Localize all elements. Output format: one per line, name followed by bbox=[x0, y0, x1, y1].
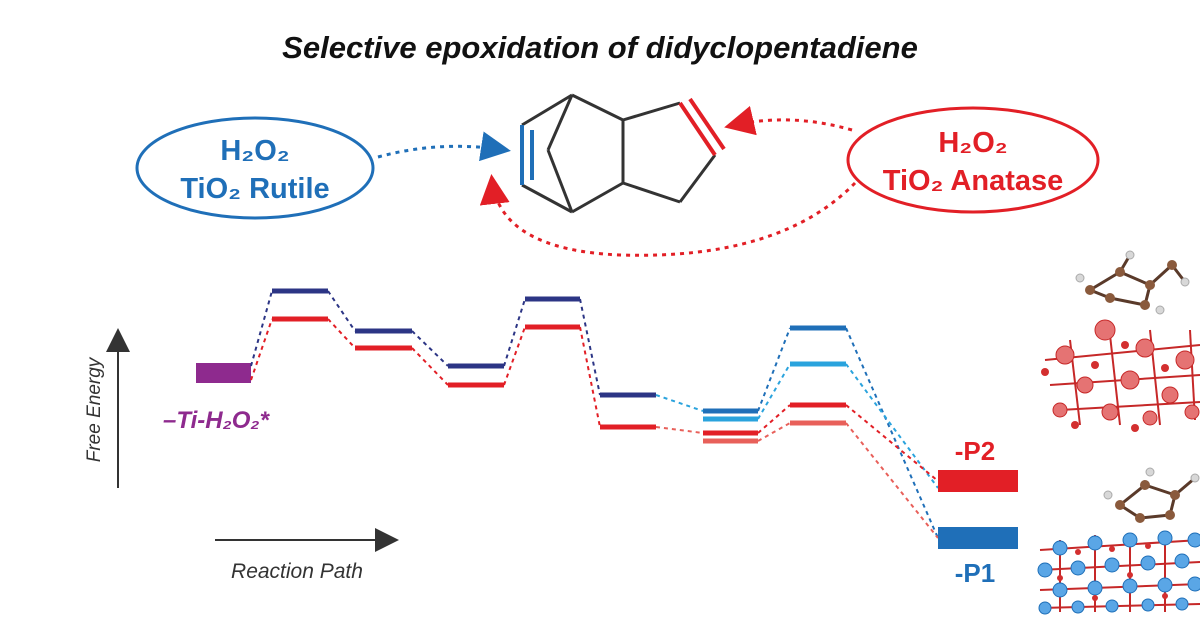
rutile-double-bond bbox=[520, 125, 534, 185]
product-p1-level bbox=[938, 527, 1018, 549]
x-axis-label: Reaction Path bbox=[231, 560, 363, 583]
rutile-label-line1: H₂O₂ bbox=[220, 135, 289, 167]
figure-title: Selective epoxidation of didyclopentadie… bbox=[282, 30, 918, 65]
rutile-ellipse bbox=[135, 116, 375, 220]
rutile-label-line2: TiO₂ Rutile bbox=[180, 173, 329, 205]
start-state-label: –Ti-H₂O₂* bbox=[163, 407, 271, 434]
red-pathway bbox=[250, 316, 656, 430]
anatase-late-states bbox=[655, 402, 939, 539]
dicyclopentadiene-molecule bbox=[521, 93, 717, 214]
product-p2-level bbox=[938, 470, 1018, 492]
rutile-surface-model-image bbox=[1037, 467, 1200, 615]
product-p1-label: -P1 bbox=[955, 558, 995, 588]
anatase-arrow-top bbox=[724, 105, 853, 136]
anatase-arrow-bottom bbox=[479, 174, 857, 257]
rutile-arrow bbox=[377, 131, 511, 162]
anatase-ellipse bbox=[846, 106, 1100, 214]
anatase-double-bond bbox=[678, 97, 726, 157]
anatase-surface-model-image bbox=[1041, 250, 1200, 432]
y-axis-label: Free Energy bbox=[84, 356, 105, 462]
product-p2-label: -P2 bbox=[955, 436, 995, 466]
anatase-label-line2: TiO₂ Anatase bbox=[883, 165, 1064, 197]
start-state-level bbox=[196, 363, 251, 383]
anatase-label-line1: H₂O₂ bbox=[938, 127, 1007, 159]
navy-pathway bbox=[250, 288, 656, 398]
